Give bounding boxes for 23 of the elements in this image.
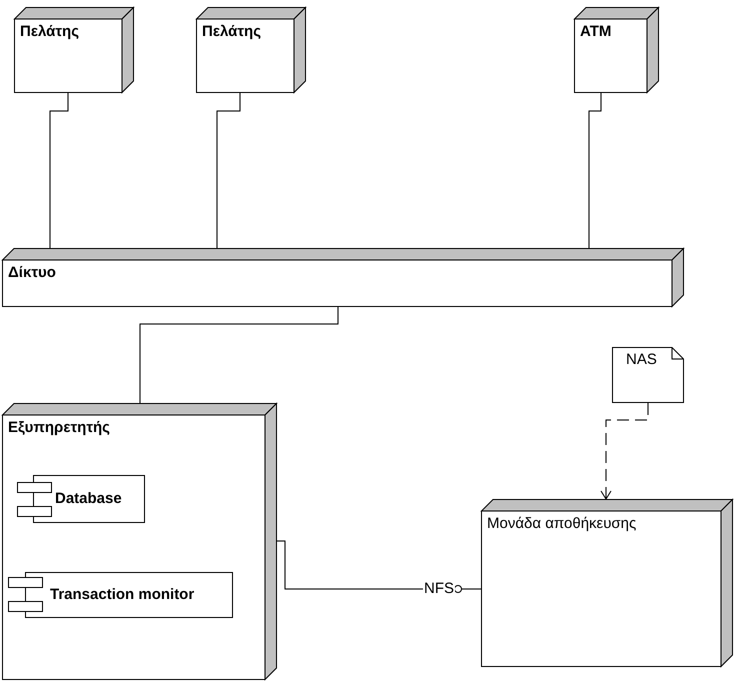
device-node	[196, 7, 306, 93]
component-box	[17, 475, 145, 523]
server-node	[2, 403, 277, 680]
node-title: NAS	[626, 351, 657, 369]
node-title: Database	[55, 490, 122, 508]
storage-node	[481, 499, 733, 667]
device-node	[574, 7, 659, 93]
node-title: Εξυπηρετητής	[8, 419, 110, 437]
component-box	[8, 572, 233, 618]
note-box	[612, 347, 684, 403]
node-title: Πελάτης	[20, 23, 79, 41]
node-title: Δίκτυο	[8, 264, 56, 282]
node-title: Transaction monitor	[50, 586, 194, 604]
connector-line	[588, 92, 602, 248]
connector-line	[216, 92, 240, 248]
dashed-arrow	[600, 402, 648, 500]
connector-line	[140, 306, 338, 404]
node-title: Μονάδα αποθήκευσης	[487, 515, 636, 533]
connector-line	[50, 92, 68, 248]
network-node	[2, 248, 684, 307]
node-title: ATM	[580, 23, 612, 41]
device-node	[14, 7, 134, 93]
node-title: Πελάτης	[202, 23, 261, 41]
